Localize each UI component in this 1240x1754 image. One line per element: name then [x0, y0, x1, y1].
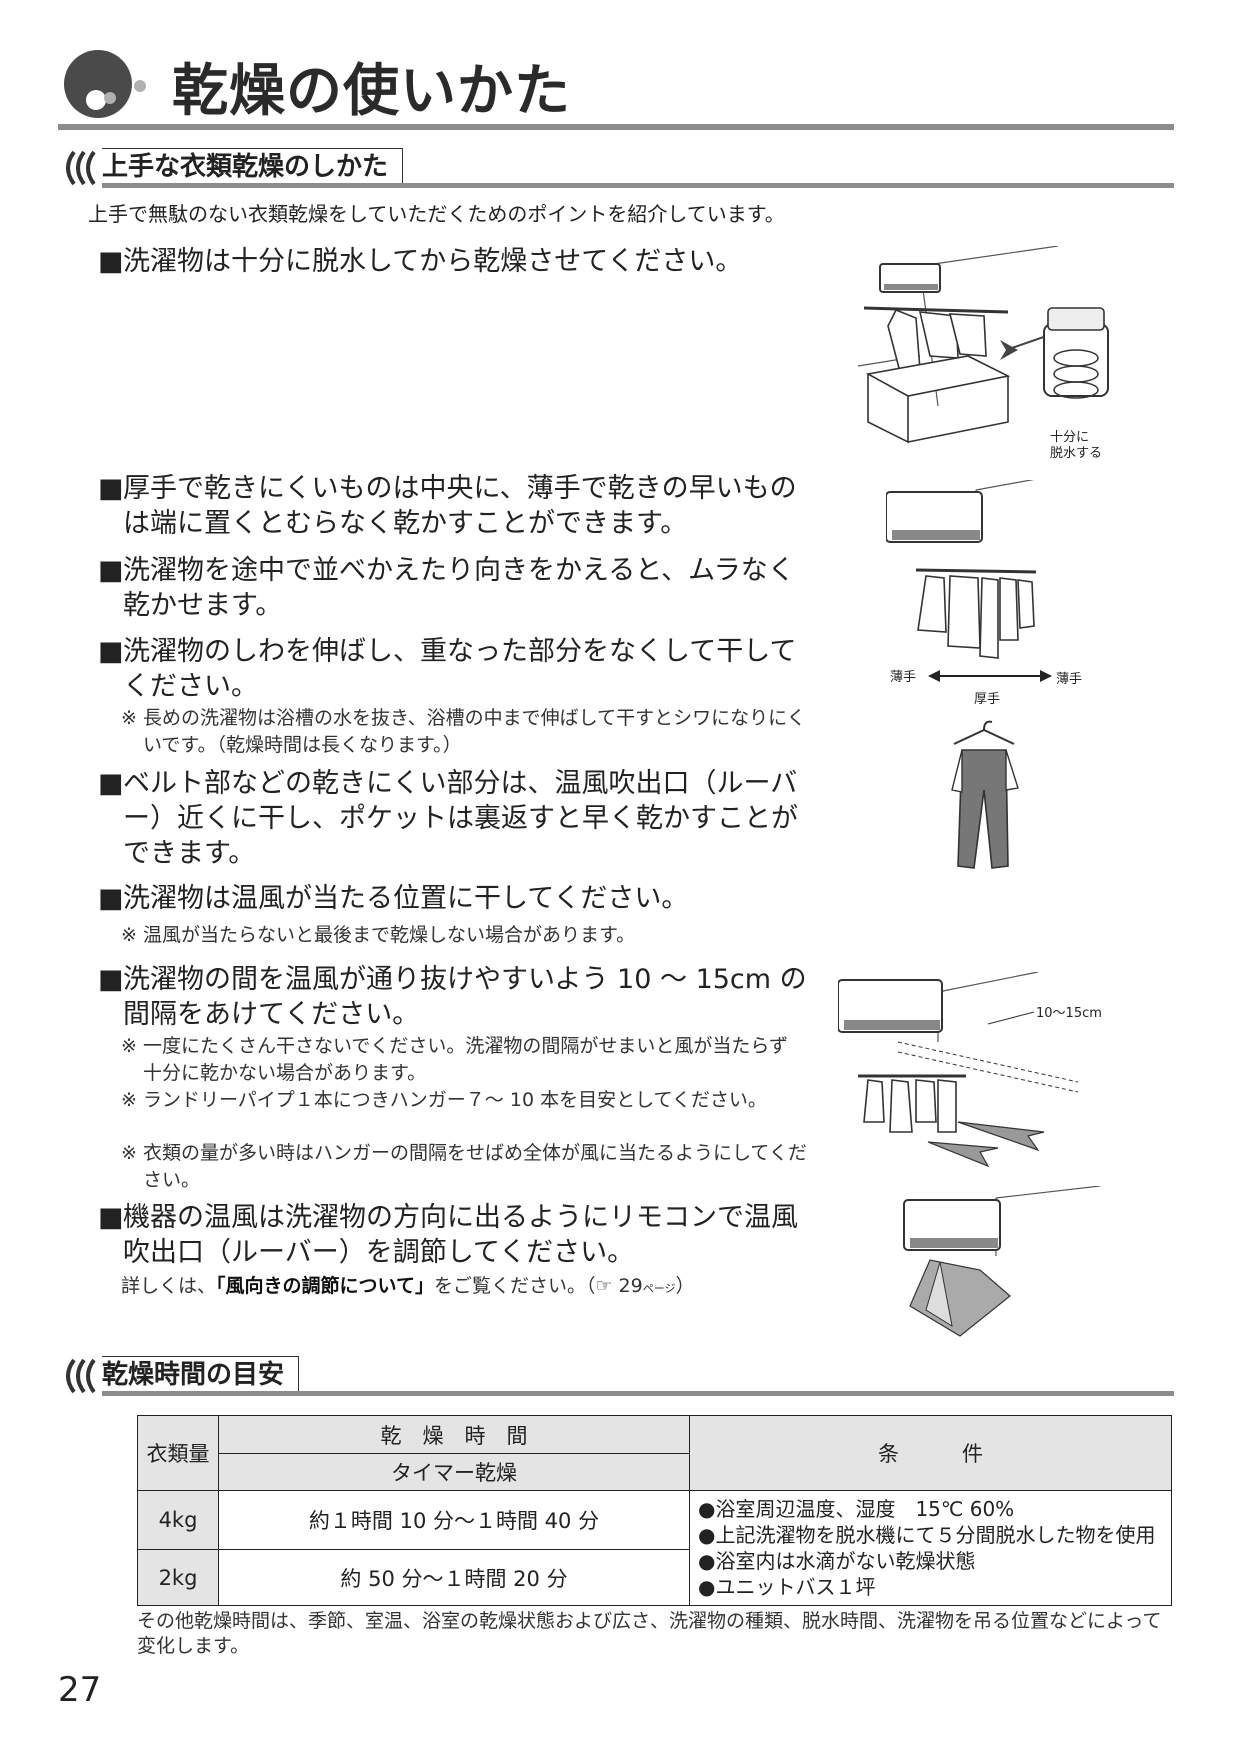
- spacing-illustration: 10～15cm: [837, 971, 1118, 1172]
- tip-text: 洗濯物の間を温風が通り抜けやすいよう 10 ～ 15cm の間隔をあけてください…: [123, 964, 807, 1030]
- table-row: 2kg 約 50 分～１時間 20 分: [137, 1549, 1172, 1606]
- thick-label: 厚手: [974, 692, 1001, 707]
- spin-label-line1: 十分に: [1050, 430, 1090, 445]
- amount-cell: 2kg: [137, 1549, 219, 1606]
- note-text: 一度にたくさん干さないでください。洗濯物の間隔がせまいと風が当たらず十分に乾かな…: [143, 1035, 789, 1084]
- square-bullet-icon: ■: [98, 883, 124, 914]
- section-heading-tips: 上手な衣類乾燥のしかた: [58, 148, 1174, 188]
- note-mark: ※: [121, 1142, 137, 1164]
- tip-note: ※ 一度にたくさん干さないでください。洗濯物の間隔がせまいと風が当たらず十分に乾…: [121, 1033, 807, 1087]
- tip-point: ■ 洗濯物は十分に脱水してから乾燥させてください。: [98, 244, 810, 279]
- spacing-drawing: [837, 971, 1079, 1168]
- page-title: 乾燥の使いかた: [172, 59, 571, 124]
- ref-close: ）: [675, 1275, 695, 1297]
- note-mark: ※: [121, 1089, 137, 1111]
- square-bullet-icon: ■: [98, 473, 124, 504]
- louver-airflow-drawing: [903, 1185, 1101, 1337]
- time-cell: 約１時間 10 分～１時間 40 分: [218, 1490, 690, 1550]
- ref-page-suffix: ページ: [642, 1282, 676, 1295]
- intro-text: 上手で無駄のない衣類乾燥をしていただくためのポイントを紹介しています。: [88, 202, 785, 226]
- time-cell: 約 50 分～１時間 20 分: [218, 1549, 690, 1606]
- condition-item: ●浴室内は水滴がない乾燥状態: [698, 1549, 976, 1573]
- spin-dry-illustration: 十分に 脱水する: [857, 245, 1118, 466]
- drying-time-table: 衣類量 乾 燥 時 間 条 件 タイマー乾燥 4kg 約１時間 10 分～１時間…: [137, 1415, 1172, 1606]
- note-mark: ※: [121, 1035, 137, 1057]
- conditions-cell: ●浴室周辺温度、湿度 15℃ 60% ●上記洗濯物を脱水機にて５分間脱水した物を…: [689, 1490, 1172, 1606]
- tip-note: ※ 温風が当たらないと最後まで乾燥しない場合があります。: [121, 922, 807, 949]
- pointing-hand-icon: ☞: [595, 1275, 613, 1297]
- section-heading-time: 乾燥時間の目安: [58, 1356, 1174, 1396]
- square-bullet-icon: ■: [98, 555, 124, 586]
- tip-point: ■ ベルト部などの乾きにくい部分は、温風吹出口（ルーバー）近くに干し、ポケットは…: [98, 766, 810, 871]
- col-subheader-timer: タイマー乾燥: [218, 1453, 690, 1491]
- condition-item: ●ユニットバス１坪: [698, 1575, 876, 1599]
- spin-dry-drawing: [857, 245, 1109, 444]
- tip-point: ■ 洗濯物の間を温風が通り抜けやすいよう 10 ～ 15cm の間隔をあけてくだ…: [98, 962, 810, 1032]
- spin-label-line2: 脱水する: [1050, 446, 1103, 461]
- section-title: 乾燥時間の目安: [102, 1356, 300, 1393]
- square-bullet-icon: ■: [98, 964, 124, 995]
- tip-point: ■ 洗濯物のしわを伸ばし、重なった部分をなくして干してください。: [98, 634, 810, 704]
- tip-note: ※ 衣類の量が多い時はハンガーの間隔をせばめ全体が風に当たるようにしてください。: [121, 1140, 807, 1194]
- note-text: ランドリーパイプ１本につきハンガー７～ 10 本を目安としてください。: [143, 1089, 767, 1111]
- tip-text: 洗濯物を途中で並べかえたり向きをかえると、ムラなく乾かせます。: [123, 555, 795, 621]
- tip-text: ベルト部などの乾きにくい部分は、温風吹出口（ルーバー）近くに干し、ポケットは裏返…: [123, 768, 798, 869]
- table-footnote: その他乾燥時間は、季節、室温、浴室の乾燥状態および広さ、洗濯物の種類、脱水時間、…: [137, 1610, 1162, 1657]
- ref-after: をご覧ください。（: [433, 1275, 596, 1297]
- square-bullet-icon: ■: [98, 1202, 124, 1233]
- tip-text: 機器の温風は洗濯物の方向に出るようにリモコンで温風吹出口（ルーバー）を調節してく…: [123, 1202, 798, 1268]
- tip-note: ※ ランドリーパイプ１本につきハンガー７～ 10 本を目安としてください。: [121, 1087, 807, 1114]
- tip-point: ■ 洗濯物は温風が当たる位置に干してください。: [98, 881, 810, 916]
- trousers-illustration: [948, 720, 1028, 870]
- col-header-time: 乾 燥 時 間: [218, 1415, 690, 1454]
- spacing-label: 10～15cm: [1036, 1006, 1102, 1021]
- note-mark: ※: [121, 707, 137, 729]
- title-bullet-icon: [64, 50, 146, 118]
- tip-point: ■ 厚手で乾きにくいものは中央に、薄手で乾きの早いものは端に置くとむらなく乾かす…: [98, 471, 810, 541]
- condition-item: ●浴室周辺温度、湿度 15℃ 60%: [698, 1497, 1015, 1521]
- col-header-amount: 衣類量: [137, 1415, 219, 1491]
- tip-text: 洗濯物のしわを伸ばし、重なった部分をなくして干してください。: [123, 636, 797, 702]
- trousers-drawing: [951, 720, 1019, 869]
- note-mark: ※: [121, 924, 137, 946]
- ref-before: 詳しくは、: [121, 1275, 217, 1297]
- tip-text: 洗濯物は温風が当たる位置に干してください。: [123, 883, 689, 914]
- hanger-arrangement-illustration: 薄手 薄手 厚手: [885, 469, 1116, 710]
- tip-text: 厚手で乾きにくいものは中央に、薄手で乾きの早いものは端に置くとむらなく乾かすこと…: [123, 473, 797, 539]
- section-heading-icon: [66, 1358, 96, 1394]
- amount-cell: 4kg: [137, 1490, 219, 1550]
- square-bullet-icon: ■: [98, 246, 124, 277]
- tip-text: 洗濯物は十分に脱水してから乾燥させてください。: [123, 246, 743, 277]
- square-bullet-icon: ■: [98, 768, 124, 799]
- section-title: 上手な衣類乾燥のしかた: [102, 148, 404, 185]
- tip-note: ※ 長めの洗濯物は浴槽の水を抜き、浴槽の中まで伸ばして干すとシワになりにくいです…: [121, 705, 807, 759]
- section-rule: [102, 183, 1174, 188]
- note-text: 衣類の量が多い時はハンガーの間隔をせばめ全体が風に当たるようにしてください。: [143, 1142, 807, 1191]
- condition-item: ●上記洗濯物を脱水機にて５分間脱水した物を使用: [698, 1523, 1156, 1547]
- tip-point: ■ 機器の温風は洗濯物の方向に出るようにリモコンで温風吹出口（ルーバー）を調節し…: [98, 1200, 810, 1270]
- note-text: 温風が当たらないと最後まで乾燥しない場合があります。: [143, 924, 636, 946]
- note-text: 長めの洗濯物は浴槽の水を抜き、浴槽の中まで伸ばして干すとシワになりにくいです。（…: [143, 707, 806, 756]
- louver-airflow-illustration: [900, 1185, 1110, 1346]
- hanger-arrangement-drawing: [885, 469, 1087, 682]
- col-header-condition: 条 件: [689, 1415, 1172, 1491]
- page-number: 27: [58, 1670, 102, 1710]
- tip-point: ■ 洗濯物を途中で並べかえたり向きをかえると、ムラなく乾かせます。: [98, 553, 810, 623]
- reference-line: 詳しくは、「風向きの調節について」をご覧ください。（☞ 29ページ）: [121, 1273, 807, 1302]
- title-rule: [58, 124, 1174, 130]
- ref-page: 29: [612, 1275, 643, 1297]
- section-heading-icon: [66, 150, 96, 186]
- thin-left-label: 薄手: [890, 670, 917, 685]
- ref-link[interactable]: 「風向きの調節について」: [216, 1275, 434, 1297]
- square-bullet-icon: ■: [98, 636, 124, 667]
- table-row: 4kg 約１時間 10 分～１時間 40 分 ●浴室周辺温度、湿度 15℃ 60…: [137, 1490, 1172, 1606]
- thin-right-label: 薄手: [1056, 672, 1083, 687]
- section-rule: [102, 1391, 1174, 1396]
